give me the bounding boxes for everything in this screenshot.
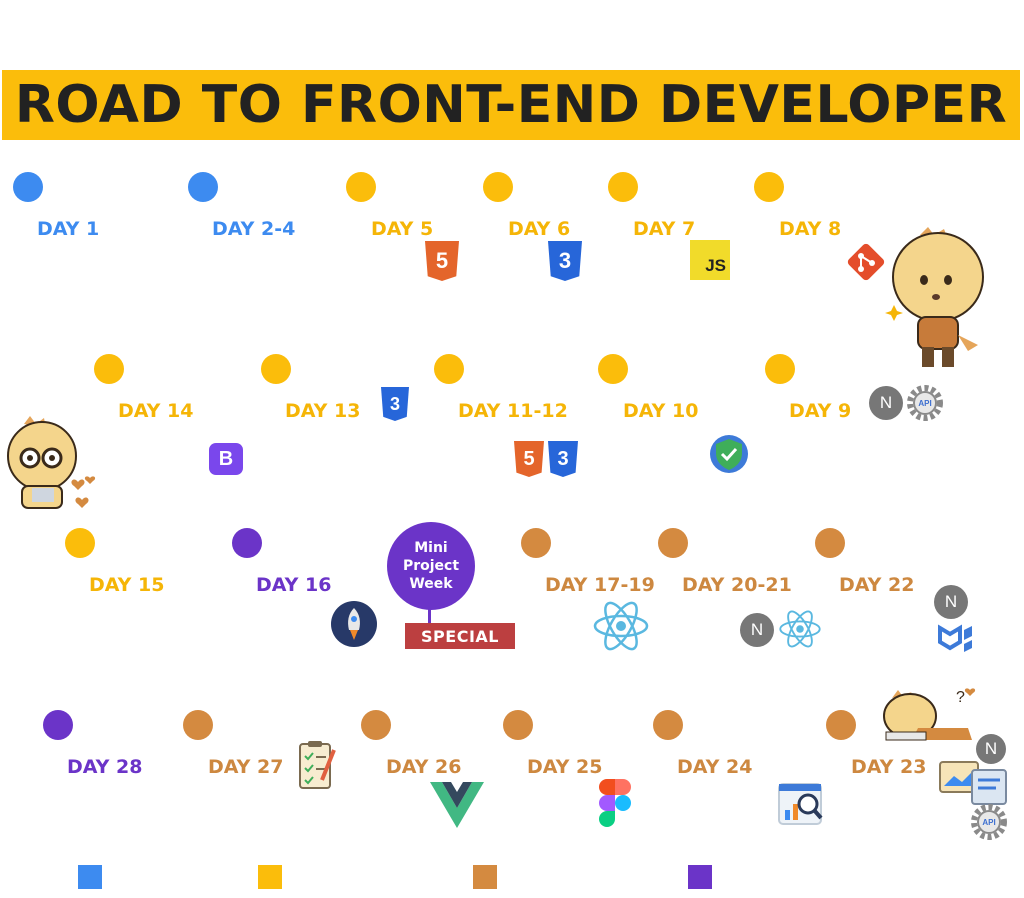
- day-16-dot: [232, 528, 262, 558]
- day-9-label: DAY 9: [789, 400, 852, 422]
- legend-swatch-brown: [473, 865, 497, 889]
- day-9-dot: [765, 354, 795, 384]
- react-icon: [593, 601, 649, 651]
- dino-mascot: ?: [883, 688, 976, 741]
- legend-swatch-yellow: [258, 865, 282, 889]
- day-17-19-label: DAY 17-19: [545, 574, 655, 596]
- day-25-dot: [503, 710, 533, 740]
- day-1-dot: [13, 172, 43, 202]
- api-gear-label: API: [982, 818, 995, 827]
- nextjs-icon: N: [934, 585, 968, 619]
- page-title: ROAD TO FRONT-END DEVELOPER: [14, 75, 1008, 135]
- day-24-label: DAY 24: [677, 756, 753, 778]
- day-17-19-dot: [521, 528, 551, 558]
- day-28-dot: [43, 710, 73, 740]
- title-banner: ROAD TO FRONT-END DEVELOPER: [2, 70, 1020, 140]
- badge-stem: [428, 606, 431, 624]
- day-13-dot: [261, 354, 291, 384]
- security-shield-icon: [710, 435, 748, 473]
- nextjs-icon: N: [740, 613, 774, 647]
- day-23-label: DAY 23: [851, 756, 927, 778]
- day-23-dot: [826, 710, 856, 740]
- legend-swatch-blue: [78, 865, 102, 889]
- analytics-icon: [939, 761, 1007, 805]
- day-11-12-dot: [434, 354, 464, 384]
- legend-swatch-purple: [688, 865, 712, 889]
- day-13-label: DAY 13: [285, 400, 361, 422]
- day-7-dot: [608, 172, 638, 202]
- day-16-label: DAY 16: [256, 574, 332, 596]
- html5-icon: 5: [425, 241, 459, 281]
- vue-icon: [430, 782, 484, 828]
- checklist-icon: [299, 741, 336, 789]
- html5-icon: 5: [514, 441, 544, 477]
- day-15-dot: [65, 528, 95, 558]
- api-gear-icon: API: [971, 804, 1007, 840]
- dino-mascot: [7, 416, 96, 509]
- css3-icon: 3: [381, 387, 409, 421]
- api-gear-label: API: [918, 399, 931, 408]
- special-tag: SPECIAL: [405, 623, 515, 649]
- day-25-label: DAY 25: [527, 756, 603, 778]
- nextjs-icon: N: [869, 386, 903, 420]
- day-27-dot: [183, 710, 213, 740]
- day-14-dot: [94, 354, 124, 384]
- day-27-label: DAY 27: [208, 756, 284, 778]
- day-2-4-dot: [188, 172, 218, 202]
- react-icon: [779, 610, 821, 648]
- day-2-4-label: DAY 2-4: [212, 218, 296, 240]
- day-5-dot: [346, 172, 376, 202]
- day-10-dot: [598, 354, 628, 384]
- day-1-label: DAY 1: [37, 218, 100, 240]
- rocket-icon: [331, 601, 377, 647]
- dino-mascot: [885, 227, 984, 367]
- nextjs-icon: N: [976, 734, 1006, 764]
- css3-icon: 3: [548, 241, 582, 281]
- svg-text:?: ?: [956, 689, 965, 706]
- day-26-dot: [361, 710, 391, 740]
- bootstrap-icon: B: [209, 443, 243, 475]
- css3-icon: 3: [548, 441, 578, 477]
- tailwind-icon: [180, 623, 230, 645]
- javascript-icon: JS: [690, 240, 730, 280]
- day-22-label: DAY 22: [839, 574, 915, 596]
- git-icon: [847, 243, 885, 281]
- day-20-21-dot: [658, 528, 688, 558]
- analytics-icon: [778, 783, 823, 825]
- day-8-label: DAY 8: [779, 218, 842, 240]
- day-5-label: DAY 5: [371, 218, 434, 240]
- day-28-label: DAY 28: [67, 756, 143, 778]
- day-7-label: DAY 7: [633, 218, 696, 240]
- day-14-label: DAY 14: [118, 400, 194, 422]
- material-ui-icon: [938, 624, 972, 652]
- day-24-dot: [653, 710, 683, 740]
- day-20-21-label: DAY 20-21: [682, 574, 792, 596]
- tailwind-icon: [904, 636, 938, 650]
- day-8-dot: [754, 172, 784, 202]
- mini-project-week-badge: Mini Project Week: [387, 522, 475, 610]
- day-6-dot: [483, 172, 513, 202]
- day-15-label: DAY 15: [89, 574, 165, 596]
- day-11-12-label: DAY 11-12: [458, 400, 568, 422]
- day-10-label: DAY 10: [623, 400, 699, 422]
- day-22-dot: [815, 528, 845, 558]
- figma-icon: [599, 779, 631, 827]
- day-26-label: DAY 26: [386, 756, 462, 778]
- api-gear-icon: API: [907, 385, 943, 421]
- day-6-label: DAY 6: [508, 218, 571, 240]
